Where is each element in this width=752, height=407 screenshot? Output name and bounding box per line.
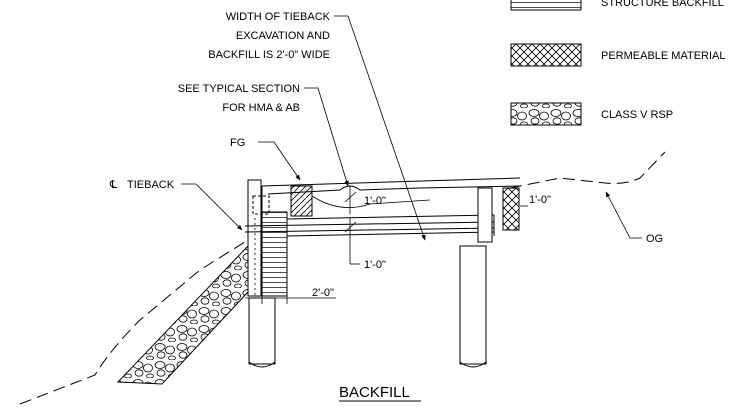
dimension-base-width-text: 2'-0" bbox=[312, 287, 334, 299]
rsp-rock-slope bbox=[116, 244, 249, 385]
legend: STRUCTURE BACKFILL PERMEABLE MATERIAL CL… bbox=[510, 0, 726, 126]
retaining-wall-stem bbox=[247, 179, 270, 297]
drawing-title-text: BACKFILL bbox=[339, 384, 410, 401]
structure-backfill-zone bbox=[261, 211, 288, 297]
callout-fg: FG bbox=[230, 137, 301, 181]
legend-structure-backfill-label: STRUCTURE BACKFILL bbox=[601, 0, 724, 9]
legend-permeable-material-label: PERMEABLE MATERIAL bbox=[601, 50, 726, 62]
callout-tieback-width-line1: WIDTH OF TIEBACK bbox=[226, 11, 331, 23]
callout-tieback-width-line2: EXCAVATION AND bbox=[236, 30, 330, 42]
legend-class-v-rsp-label: CLASS V RSP bbox=[601, 109, 673, 121]
drawing-title: BACKFILL bbox=[339, 384, 421, 402]
dimension-lower-offset: 1'-0" bbox=[344, 218, 386, 271]
callout-tieback-width: WIDTH OF TIEBACK EXCAVATION AND BACKFILL… bbox=[208, 11, 426, 241]
callout-tieback: ℄ TIEBACK bbox=[109, 179, 243, 231]
legend-structure-backfill-swatch bbox=[510, 0, 582, 11]
pavement-section bbox=[261, 177, 521, 212]
callout-fg-label: FG bbox=[230, 137, 245, 149]
callout-typical-section-line1: SEE TYPICAL SECTION bbox=[178, 83, 300, 95]
dimension-lower-offset-text: 1'-0" bbox=[364, 259, 386, 271]
permeable-material-wedge bbox=[290, 185, 313, 217]
dimension-right-offset: 1'-0" bbox=[520, 194, 551, 207]
callout-og-label: OG bbox=[646, 233, 663, 245]
legend-permeable-material-swatch bbox=[510, 43, 582, 67]
tieback-rod bbox=[244, 214, 495, 237]
callout-tieback-label: TIEBACK bbox=[127, 179, 175, 191]
centerline-symbol: ℄ bbox=[109, 179, 117, 191]
legend-class-v-rsp-swatch bbox=[510, 102, 582, 126]
callout-og: OG bbox=[605, 191, 663, 245]
callout-typical-section-line2: FOR HMA & AB bbox=[222, 102, 300, 114]
piles bbox=[248, 245, 487, 368]
deadman-anchor bbox=[477, 187, 520, 243]
original-ground-line bbox=[19, 151, 666, 405]
dimension-right-offset-text: 1'-0" bbox=[529, 194, 551, 206]
callout-typical-section: SEE TYPICAL SECTION FOR HMA & AB bbox=[178, 83, 349, 187]
dimension-upper-offset-text: 1'-0" bbox=[364, 195, 386, 207]
callout-tieback-width-line3: BACKFILL IS 2'-0" WIDE bbox=[208, 49, 330, 61]
dimension-base-width: 2'-0" bbox=[245, 287, 336, 304]
dimension-upper-offset: 1'-0" bbox=[344, 186, 386, 214]
